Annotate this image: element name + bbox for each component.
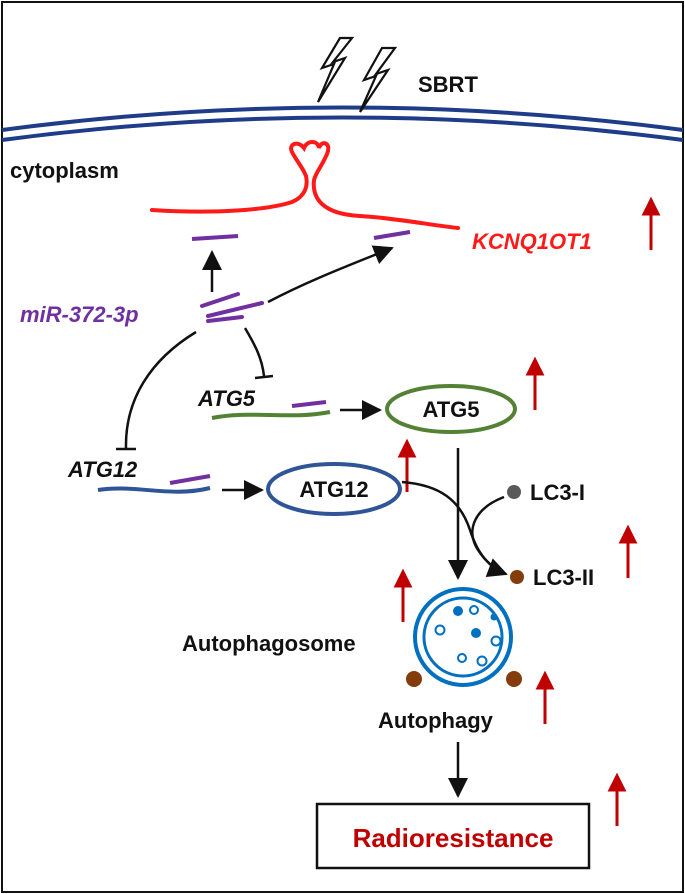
mirna-bound-2 [373, 230, 411, 240]
radioresistance-up-arrow-icon [607, 772, 627, 826]
atg12-mrna-strand [97, 486, 211, 494]
atg12-protein-label: ATG12 [299, 477, 368, 502]
atg5-up-arrow-icon [525, 356, 545, 410]
lc3-ii-bound-dot-left [406, 671, 422, 687]
kcnq1ot1-label: KCNQ1OT1 [472, 229, 592, 254]
autophagy-label: Autophagy [378, 708, 494, 733]
mirna-label: miR-372-3p [20, 302, 139, 327]
inhibit-mirna-atg12 [116, 330, 197, 451]
arrow-mirna-to-lncrna-site2 [267, 245, 394, 304]
lc3-i-label: LC3-I [530, 480, 585, 505]
lc3-ii-bound-dot-right [506, 671, 522, 687]
autophagy-up-arrow-icon [535, 670, 555, 724]
arrow-atg12-to-lc3ii [401, 480, 508, 578]
radioresistance-box [315, 802, 591, 870]
atg12-protein [266, 462, 402, 516]
autophagosome-up-arrow-icon [393, 568, 413, 622]
radioresistance-label: Radioresistance [353, 823, 554, 853]
arrow-lc3i-conversion [471, 495, 507, 576]
lncrna-strand [150, 140, 460, 230]
atg5-mirna-bound [291, 400, 327, 408]
atg12-gene-label: ATG12 [67, 457, 138, 482]
inhibit-mirna-atg5 [243, 327, 274, 380]
lc3-ii-dot [510, 570, 524, 584]
atg5-gene-label: ATG5 [197, 386, 256, 411]
mirna-duplex [200, 292, 264, 323]
lc3-i-dot [507, 485, 521, 499]
atg12-mirna-bound [169, 474, 211, 485]
autophagosome-label: Autophagosome [182, 631, 356, 656]
atg5-protein [385, 384, 517, 434]
atg5-protein-label: ATG5 [422, 397, 479, 422]
lc3-ii-label: LC3-II [533, 565, 594, 590]
lc3-ii-up-arrow-icon [618, 524, 638, 578]
lightning-bolt-icon [316, 36, 398, 113]
cytoplasm-label: cytoplasm [10, 158, 119, 183]
atg12-up-arrow-icon [397, 438, 417, 492]
mirna-bound-1 [191, 234, 239, 241]
autophagosome-icon [413, 587, 513, 687]
sbrt-label: SBRT [418, 72, 478, 97]
atg5-mrna-strand [211, 410, 331, 420]
cell-membrane [1, 105, 684, 142]
kcnq1ot1-up-arrow-icon [641, 196, 661, 250]
